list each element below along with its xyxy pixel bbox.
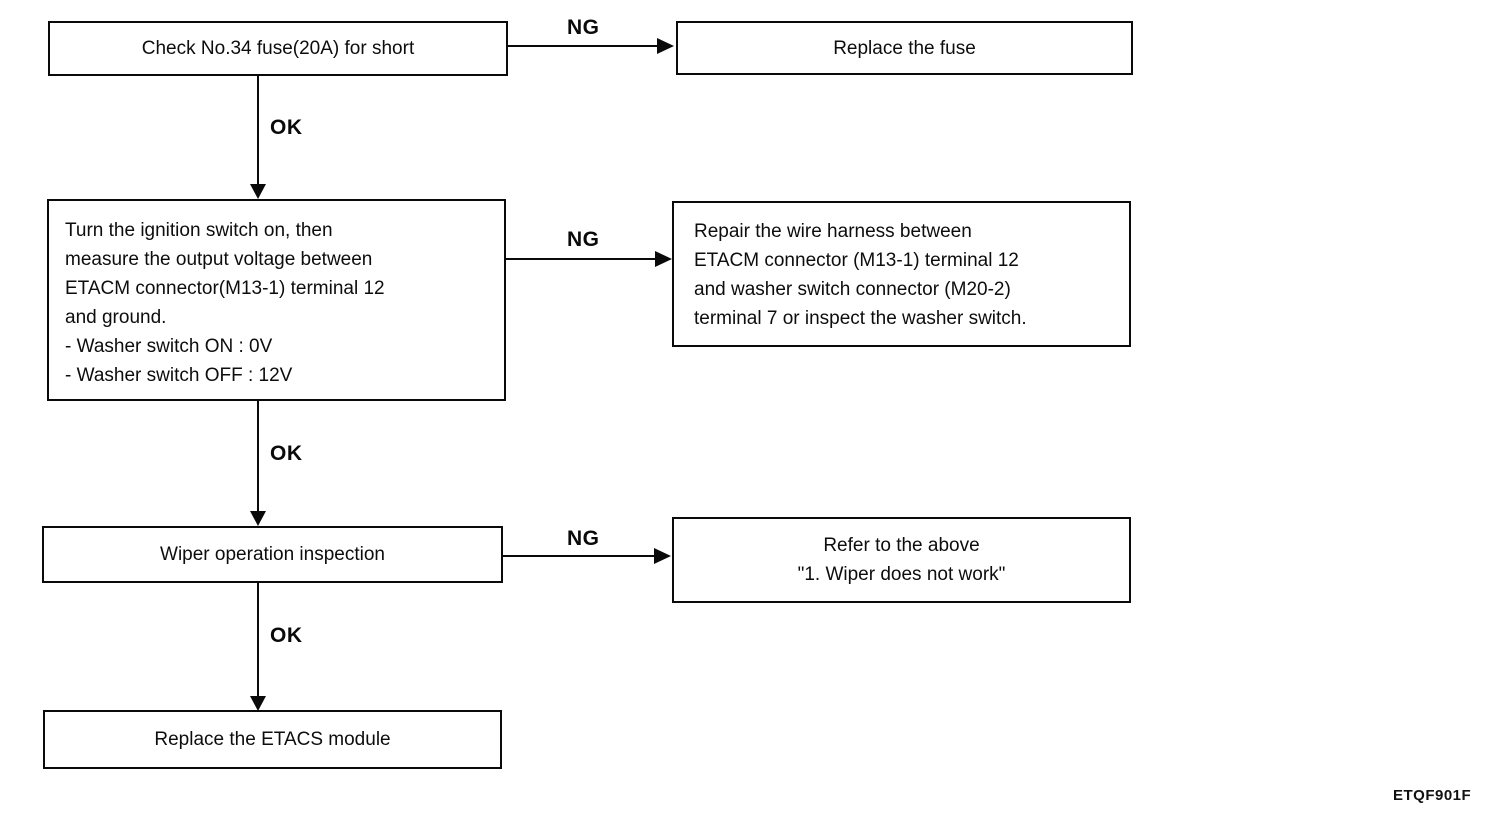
arrowhead-down-icon (250, 696, 266, 711)
node-repair-harness: Repair the wire harness between ETACM co… (672, 201, 1131, 347)
node-wiper-inspection-text: Wiper operation inspection (160, 544, 385, 565)
branch-label-ng-3: NG (567, 527, 600, 550)
node-refer-above-text: Refer to the above "1. Wiper does not wo… (797, 535, 1006, 585)
arrow-ok-2-shaft (257, 401, 259, 513)
node-check-fuse-text: Check No.34 fuse(20A) for short (141, 38, 415, 59)
node-repair-harness-text: Repair the wire harness between ETACM co… (694, 221, 1027, 329)
arrowhead-right-icon (655, 251, 672, 267)
branch-label-ok-1: OK (270, 116, 303, 139)
branch-label-ok-3: OK (270, 624, 303, 647)
node-refer-above: Refer to the above "1. Wiper does not wo… (672, 517, 1131, 603)
arrowhead-right-icon (654, 548, 671, 564)
node-replace-etacs: Replace the ETACS module (43, 710, 502, 769)
branch-label-ng-1: NG (567, 16, 600, 39)
arrowhead-down-icon (250, 184, 266, 199)
arrow-ng-1-shaft (506, 45, 658, 47)
branch-label-ng-2: NG (567, 228, 600, 251)
node-wiper-inspection: Wiper operation inspection (42, 526, 503, 583)
arrow-ok-1-shaft (257, 76, 259, 186)
node-replace-fuse-text: Replace the fuse (833, 37, 976, 59)
node-measure-voltage-text: Turn the ignition switch on, then measur… (65, 220, 385, 386)
arrowhead-down-icon (250, 511, 266, 526)
node-check-fuse: Check No.34 fuse(20A) for short (48, 21, 508, 76)
arrow-ng-3-shaft (503, 555, 655, 557)
arrowhead-right-icon (657, 38, 674, 54)
arrow-ng-2-shaft (506, 258, 656, 260)
figure-code: ETQF901F (1393, 787, 1472, 804)
arrow-ok-3-shaft (257, 583, 259, 698)
node-replace-etacs-text: Replace the ETACS module (154, 729, 391, 750)
branch-label-ok-2: OK (270, 442, 303, 465)
node-measure-voltage: Turn the ignition switch on, then measur… (47, 199, 506, 401)
node-replace-fuse: Replace the fuse (676, 21, 1133, 75)
